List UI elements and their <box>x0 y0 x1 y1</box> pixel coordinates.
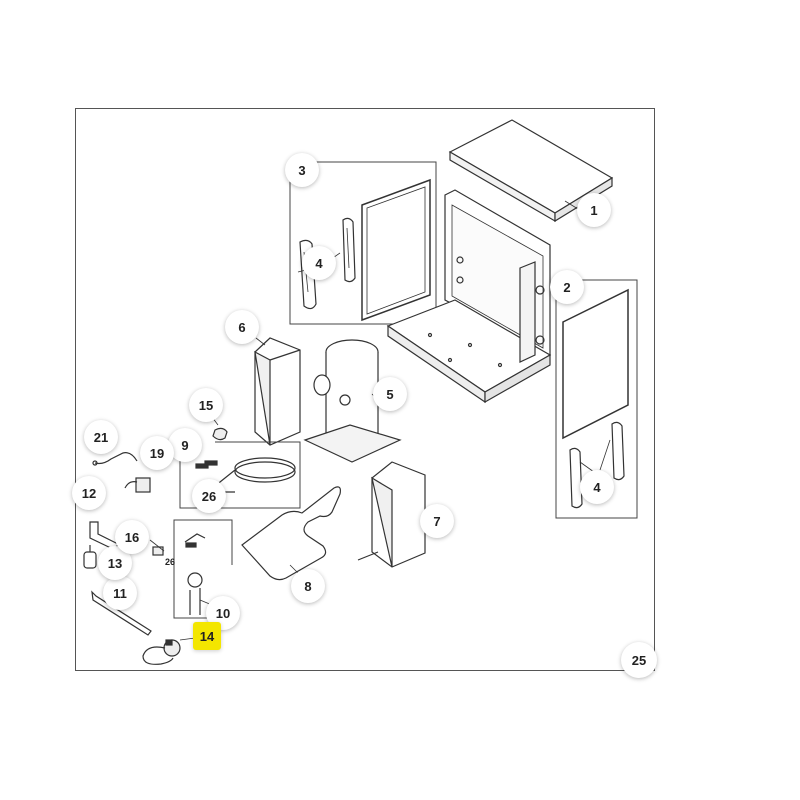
part-15-fitting <box>212 427 228 441</box>
part-8-pipe <box>241 486 341 581</box>
callout-part-8[interactable]: 8 <box>291 569 325 603</box>
callout-part-4-right[interactable]: 4 <box>580 470 614 504</box>
callout-part-3[interactable]: 3 <box>285 153 319 187</box>
callout-part-15[interactable]: 15 <box>189 388 223 422</box>
part-14-pressure-switch <box>142 639 181 665</box>
callout-part-11[interactable]: 11 <box>103 576 137 610</box>
callout-part-7[interactable]: 7 <box>420 504 454 538</box>
callout-part-4-left[interactable]: 4 <box>302 246 336 280</box>
callout-part-1[interactable]: 1 <box>577 193 611 227</box>
callout-part-14-highlighted[interactable]: 14 <box>193 622 221 650</box>
callout-part-25[interactable]: 25 <box>621 642 657 678</box>
callout-part-19[interactable]: 19 <box>140 436 174 470</box>
part-13-valve <box>83 545 97 569</box>
callout-part-13[interactable]: 13 <box>98 546 132 580</box>
part-3-group-box <box>289 161 437 325</box>
part-2-chassis <box>386 189 552 404</box>
part-21-sensor-cable <box>92 452 138 466</box>
part-7-heat-exchanger <box>357 461 426 568</box>
part-11-tube <box>91 590 152 636</box>
part-10-group-box <box>173 519 233 619</box>
callout-part-26[interactable]: 26 <box>192 479 226 513</box>
part-5-compressor <box>303 339 402 463</box>
callout-part-5[interactable]: 5 <box>373 377 407 411</box>
callout-part-10[interactable]: 10 <box>206 596 240 630</box>
callout-part-2[interactable]: 2 <box>550 270 584 304</box>
part-6-heat-exchanger <box>254 337 301 446</box>
callout-part-12[interactable]: 12 <box>72 476 106 510</box>
part-16-fitting <box>152 546 164 556</box>
inline-label-part-26: 26 <box>165 557 176 567</box>
callout-part-6[interactable]: 6 <box>225 310 259 344</box>
callout-part-21[interactable]: 21 <box>84 420 118 454</box>
callout-part-16[interactable]: 16 <box>115 520 149 554</box>
diagram-frame <box>75 108 655 671</box>
part-19-switch <box>124 477 151 493</box>
part-2-group-box <box>555 279 638 519</box>
